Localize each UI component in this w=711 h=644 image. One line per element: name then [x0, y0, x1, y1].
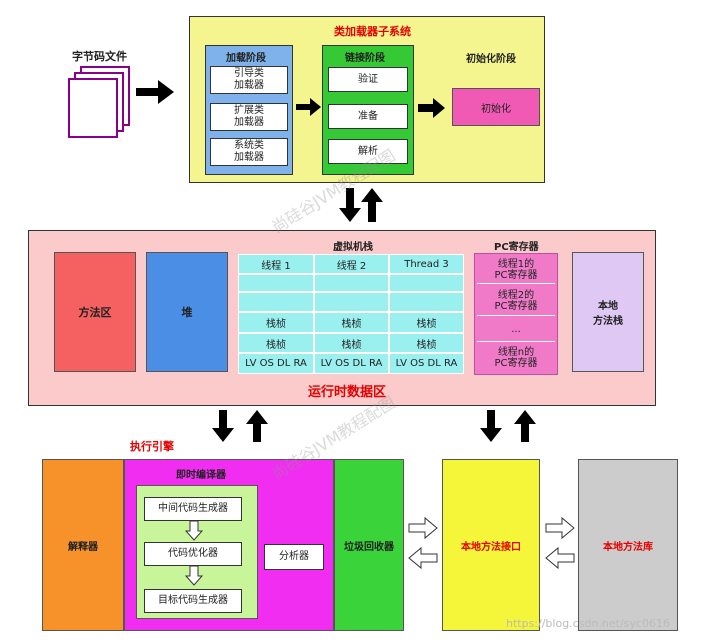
arrow-down-outline-icon: [184, 520, 204, 541]
lv-os-dl-ra: LV OS DL RA: [238, 353, 314, 374]
initialization-box: 初始化: [452, 88, 540, 126]
method-area: 方法区: [54, 252, 136, 372]
garbage-collector: 垃圾回收器: [334, 459, 404, 631]
arrow-right-icon: [418, 98, 445, 118]
arrow-up-icon: [361, 188, 383, 222]
bytecode-label: 字节码文件: [72, 50, 127, 63]
stack-frame: 栈桢: [238, 312, 314, 333]
arrow-down-icon: [212, 410, 234, 442]
code-optimizer: 代码优化器: [144, 542, 242, 566]
lv-os-dl-ra: LV OS DL RA: [389, 353, 464, 374]
verify-step: 验证: [328, 67, 408, 92]
resolve-step: 解析: [328, 139, 408, 164]
init-phase-title: 初始化阶段: [466, 54, 516, 65]
runtime-data-area-title: 运行时数据区: [308, 385, 387, 400]
native-method-library: 本地方法库: [578, 459, 678, 631]
vm-stack-grid: 线程 1 线程 2 Thread 3 栈桢 栈桢 栈桢 栈桢 栈桢 栈桢 LV …: [238, 254, 464, 374]
footer-url: https://blog.csdn.net/syc0616: [506, 617, 670, 630]
prepare-step: 准备: [328, 104, 408, 129]
vm-stack-title: 虚拟机栈: [333, 242, 373, 253]
arrow-down-icon: [480, 410, 502, 442]
thread-header: Thread 3: [389, 254, 464, 274]
lv-os-dl-ra: LV OS DL RA: [314, 353, 389, 374]
bytecode-file-stack: [66, 66, 136, 146]
arrow-up-icon: [514, 410, 536, 442]
heap: 堆: [146, 252, 228, 372]
system-loader: 系统类 加载器: [210, 138, 288, 166]
thread-header: 线程 2: [314, 254, 389, 274]
native-method-interface: 本地方法接口: [442, 459, 540, 631]
link-phase-title: 链接阶段: [345, 53, 385, 64]
stack-cell: [389, 292, 464, 312]
arrow-down-outline-icon: [184, 565, 204, 586]
stack-cell: [314, 274, 389, 292]
jit-compiler-title: 即时编译器: [176, 470, 226, 481]
stack-cell: [314, 292, 389, 312]
pc-register-item: ...: [477, 318, 555, 342]
execution-engine-title: 执行引擎: [130, 440, 174, 453]
bytecode-file-icon: [68, 78, 118, 138]
pc-register-item: 线程2的 PC寄存器: [477, 286, 555, 316]
arrow-right-outline-icon: [408, 516, 438, 540]
arrow-left-outline-icon: [545, 546, 575, 570]
stack-cell: [238, 274, 314, 292]
stack-frame: 栈桢: [389, 333, 464, 353]
extension-loader: 扩展类 加载器: [210, 103, 288, 131]
pc-register-title: PC寄存器: [494, 242, 539, 253]
analyzer: 分析器: [264, 544, 324, 570]
pc-register-item: 线程1的 PC寄存器: [477, 256, 555, 284]
stack-frame: 栈桢: [238, 333, 314, 353]
native-method-stack: 本地 方法栈: [572, 252, 644, 372]
target-code-generator: 目标代码生成器: [144, 589, 242, 613]
arrow-right-icon: [296, 98, 321, 116]
arrow-right-outline-icon: [545, 516, 575, 540]
pc-register: 线程1的 PC寄存器 线程2的 PC寄存器 ... 线程n的 PC寄存器: [474, 253, 558, 375]
arrow-right-icon: [136, 80, 174, 104]
pc-register-item: 线程n的 PC寄存器: [494, 347, 538, 369]
stack-cell: [389, 274, 464, 292]
stack-frame: 栈桢: [314, 312, 389, 333]
arrow-left-outline-icon: [408, 546, 438, 570]
stack-frame: 栈桢: [314, 333, 389, 353]
load-phase-title: 加载阶段: [226, 53, 266, 64]
arrow-up-icon: [246, 410, 268, 442]
thread-header: 线程 1: [238, 254, 314, 274]
stack-frame: 栈桢: [389, 312, 464, 333]
stack-cell: [238, 292, 314, 312]
interpreter: 解释器: [42, 459, 124, 631]
class-loader-title: 类加载器子系统: [334, 25, 411, 38]
intermediate-code-generator: 中间代码生成器: [144, 497, 242, 521]
arrow-down-icon: [339, 188, 361, 222]
bootstrap-loader: 引导类 加载器: [210, 66, 288, 94]
